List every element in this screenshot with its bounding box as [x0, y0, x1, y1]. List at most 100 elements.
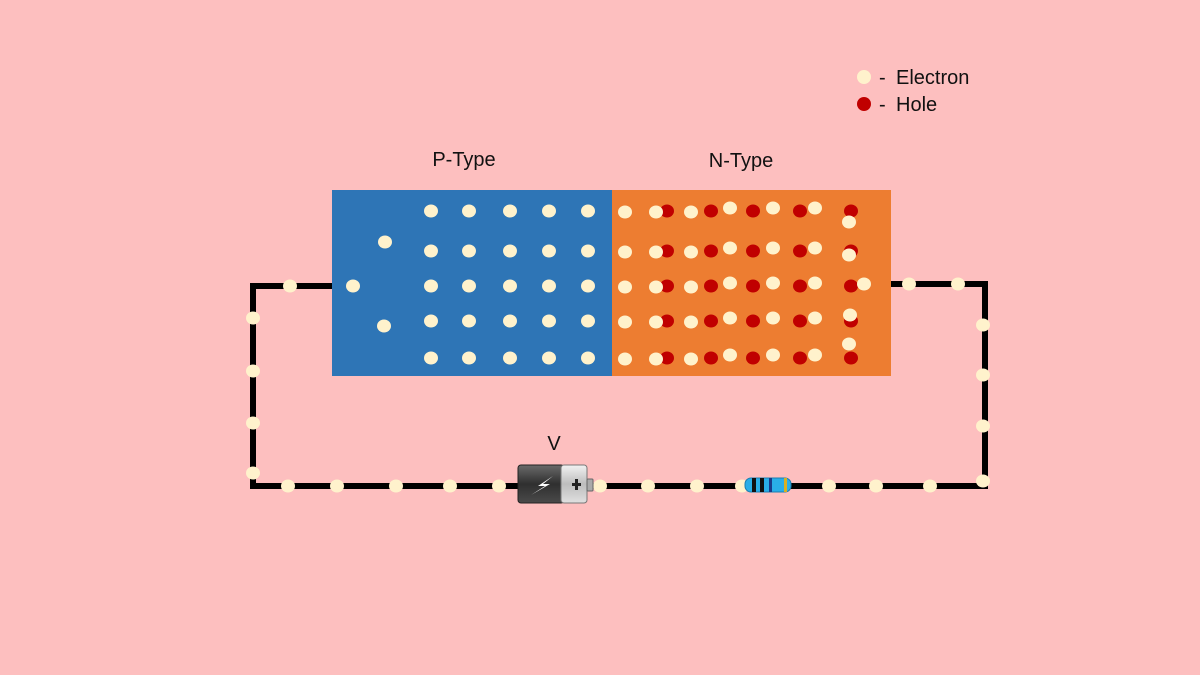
electron	[246, 311, 260, 325]
electron	[424, 314, 438, 328]
resistor-icon	[744, 477, 792, 493]
electron	[443, 479, 457, 493]
electron	[808, 311, 822, 325]
electron	[766, 311, 780, 325]
electron	[542, 279, 556, 293]
electron	[684, 315, 698, 329]
electron	[424, 351, 438, 365]
electron	[492, 479, 506, 493]
lightning-bolt-icon	[531, 476, 553, 495]
electron	[503, 204, 517, 218]
electron	[843, 308, 857, 322]
electron	[462, 351, 476, 365]
electron	[923, 479, 937, 493]
electron	[246, 364, 260, 378]
plus-icon	[572, 479, 581, 490]
hole	[746, 204, 760, 218]
electron	[951, 277, 965, 291]
electron	[581, 351, 595, 365]
electron	[766, 348, 780, 362]
electron	[618, 352, 632, 366]
legend-electron-dash: -	[879, 67, 886, 89]
electron	[766, 276, 780, 290]
hole	[660, 314, 674, 328]
hole	[704, 351, 718, 365]
hole	[793, 244, 807, 258]
electron	[822, 479, 836, 493]
electron	[462, 314, 476, 328]
electron	[424, 204, 438, 218]
electron	[723, 241, 737, 255]
electron	[618, 245, 632, 259]
p-type-label: P-Type	[432, 149, 495, 171]
electron	[857, 277, 871, 291]
legend-hole-text: Hole	[896, 94, 937, 116]
electron	[389, 479, 403, 493]
electron	[281, 479, 295, 493]
electron	[684, 245, 698, 259]
electron	[581, 244, 595, 258]
legend-electron-text: Electron	[896, 67, 969, 89]
electron	[283, 279, 297, 293]
electron	[581, 314, 595, 328]
electron	[723, 348, 737, 362]
electron	[684, 352, 698, 366]
hole	[793, 351, 807, 365]
electron	[581, 204, 595, 218]
electron	[503, 314, 517, 328]
legend: - Electron - Hole	[857, 67, 969, 116]
battery-icon	[517, 464, 594, 504]
electron	[246, 416, 260, 430]
electron	[424, 244, 438, 258]
hole	[660, 279, 674, 293]
n-type-label: N-Type	[709, 150, 773, 172]
electron	[330, 479, 344, 493]
electron	[808, 241, 822, 255]
legend-hole-marker	[857, 97, 871, 111]
hole	[704, 244, 718, 258]
hole	[793, 279, 807, 293]
hole	[704, 279, 718, 293]
electron	[462, 204, 476, 218]
hole	[844, 204, 858, 218]
electron	[976, 474, 990, 488]
hole	[844, 279, 858, 293]
hole	[704, 314, 718, 328]
hole	[793, 314, 807, 328]
electron	[424, 279, 438, 293]
hole	[746, 244, 760, 258]
electron	[503, 279, 517, 293]
hole	[660, 244, 674, 258]
hole	[746, 279, 760, 293]
electron	[649, 280, 663, 294]
electron	[902, 277, 916, 291]
electron	[766, 201, 780, 215]
electron	[684, 280, 698, 294]
legend-hole-dash: -	[879, 94, 886, 116]
electron	[378, 235, 392, 249]
electron	[808, 348, 822, 362]
electron	[246, 466, 260, 480]
electron	[593, 479, 607, 493]
electron	[618, 280, 632, 294]
electrons-group	[246, 201, 990, 493]
electron	[690, 479, 704, 493]
hole	[746, 314, 760, 328]
electron	[641, 479, 655, 493]
electron	[542, 314, 556, 328]
electron	[976, 419, 990, 433]
hole	[844, 351, 858, 365]
electron	[723, 276, 737, 290]
electron	[503, 351, 517, 365]
electron	[684, 205, 698, 219]
electron	[723, 311, 737, 325]
electron	[649, 315, 663, 329]
electron	[503, 244, 517, 258]
electron	[377, 319, 391, 333]
electron	[766, 241, 780, 255]
electron	[723, 201, 737, 215]
electron	[618, 315, 632, 329]
electron	[842, 215, 856, 229]
electron	[869, 479, 883, 493]
